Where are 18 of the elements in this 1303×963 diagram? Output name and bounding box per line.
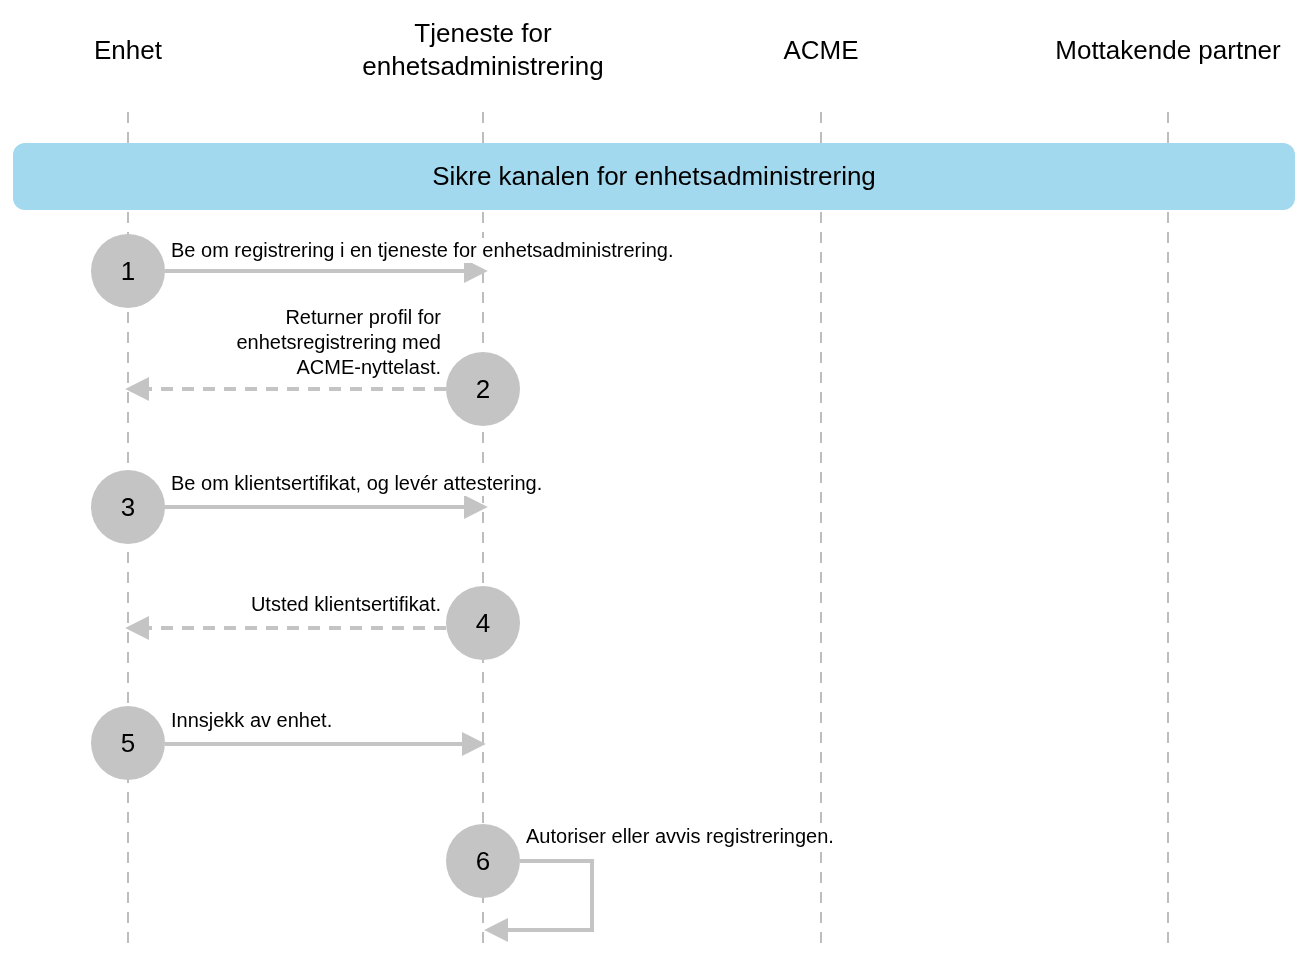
step-circle: 6 [446,824,520,898]
step-circle: 3 [91,470,165,544]
edge-label: Be om registrering i en tjeneste for enhetsadministrering. [171,238,674,263]
edge-label: Be om klientsertifikat, og levér attestering. [171,471,543,496]
arrow [125,377,446,401]
column-header: ACME [782,34,860,67]
step-circle: 1 [91,234,165,308]
arrow [484,859,594,942]
arrow [165,732,486,756]
column-header: Mottakende partner [1054,34,1282,67]
step-circle: 4 [446,586,520,660]
channel-band: Sikre kanalen for enhetsadministrering [13,143,1295,210]
arrow [165,495,488,519]
column-header: Enhet [93,34,163,67]
step-circle: 2 [446,352,520,426]
arrow [125,616,446,640]
step-circle: 5 [91,706,165,780]
column-header: Tjeneste for enhetsadministrering [361,17,605,83]
